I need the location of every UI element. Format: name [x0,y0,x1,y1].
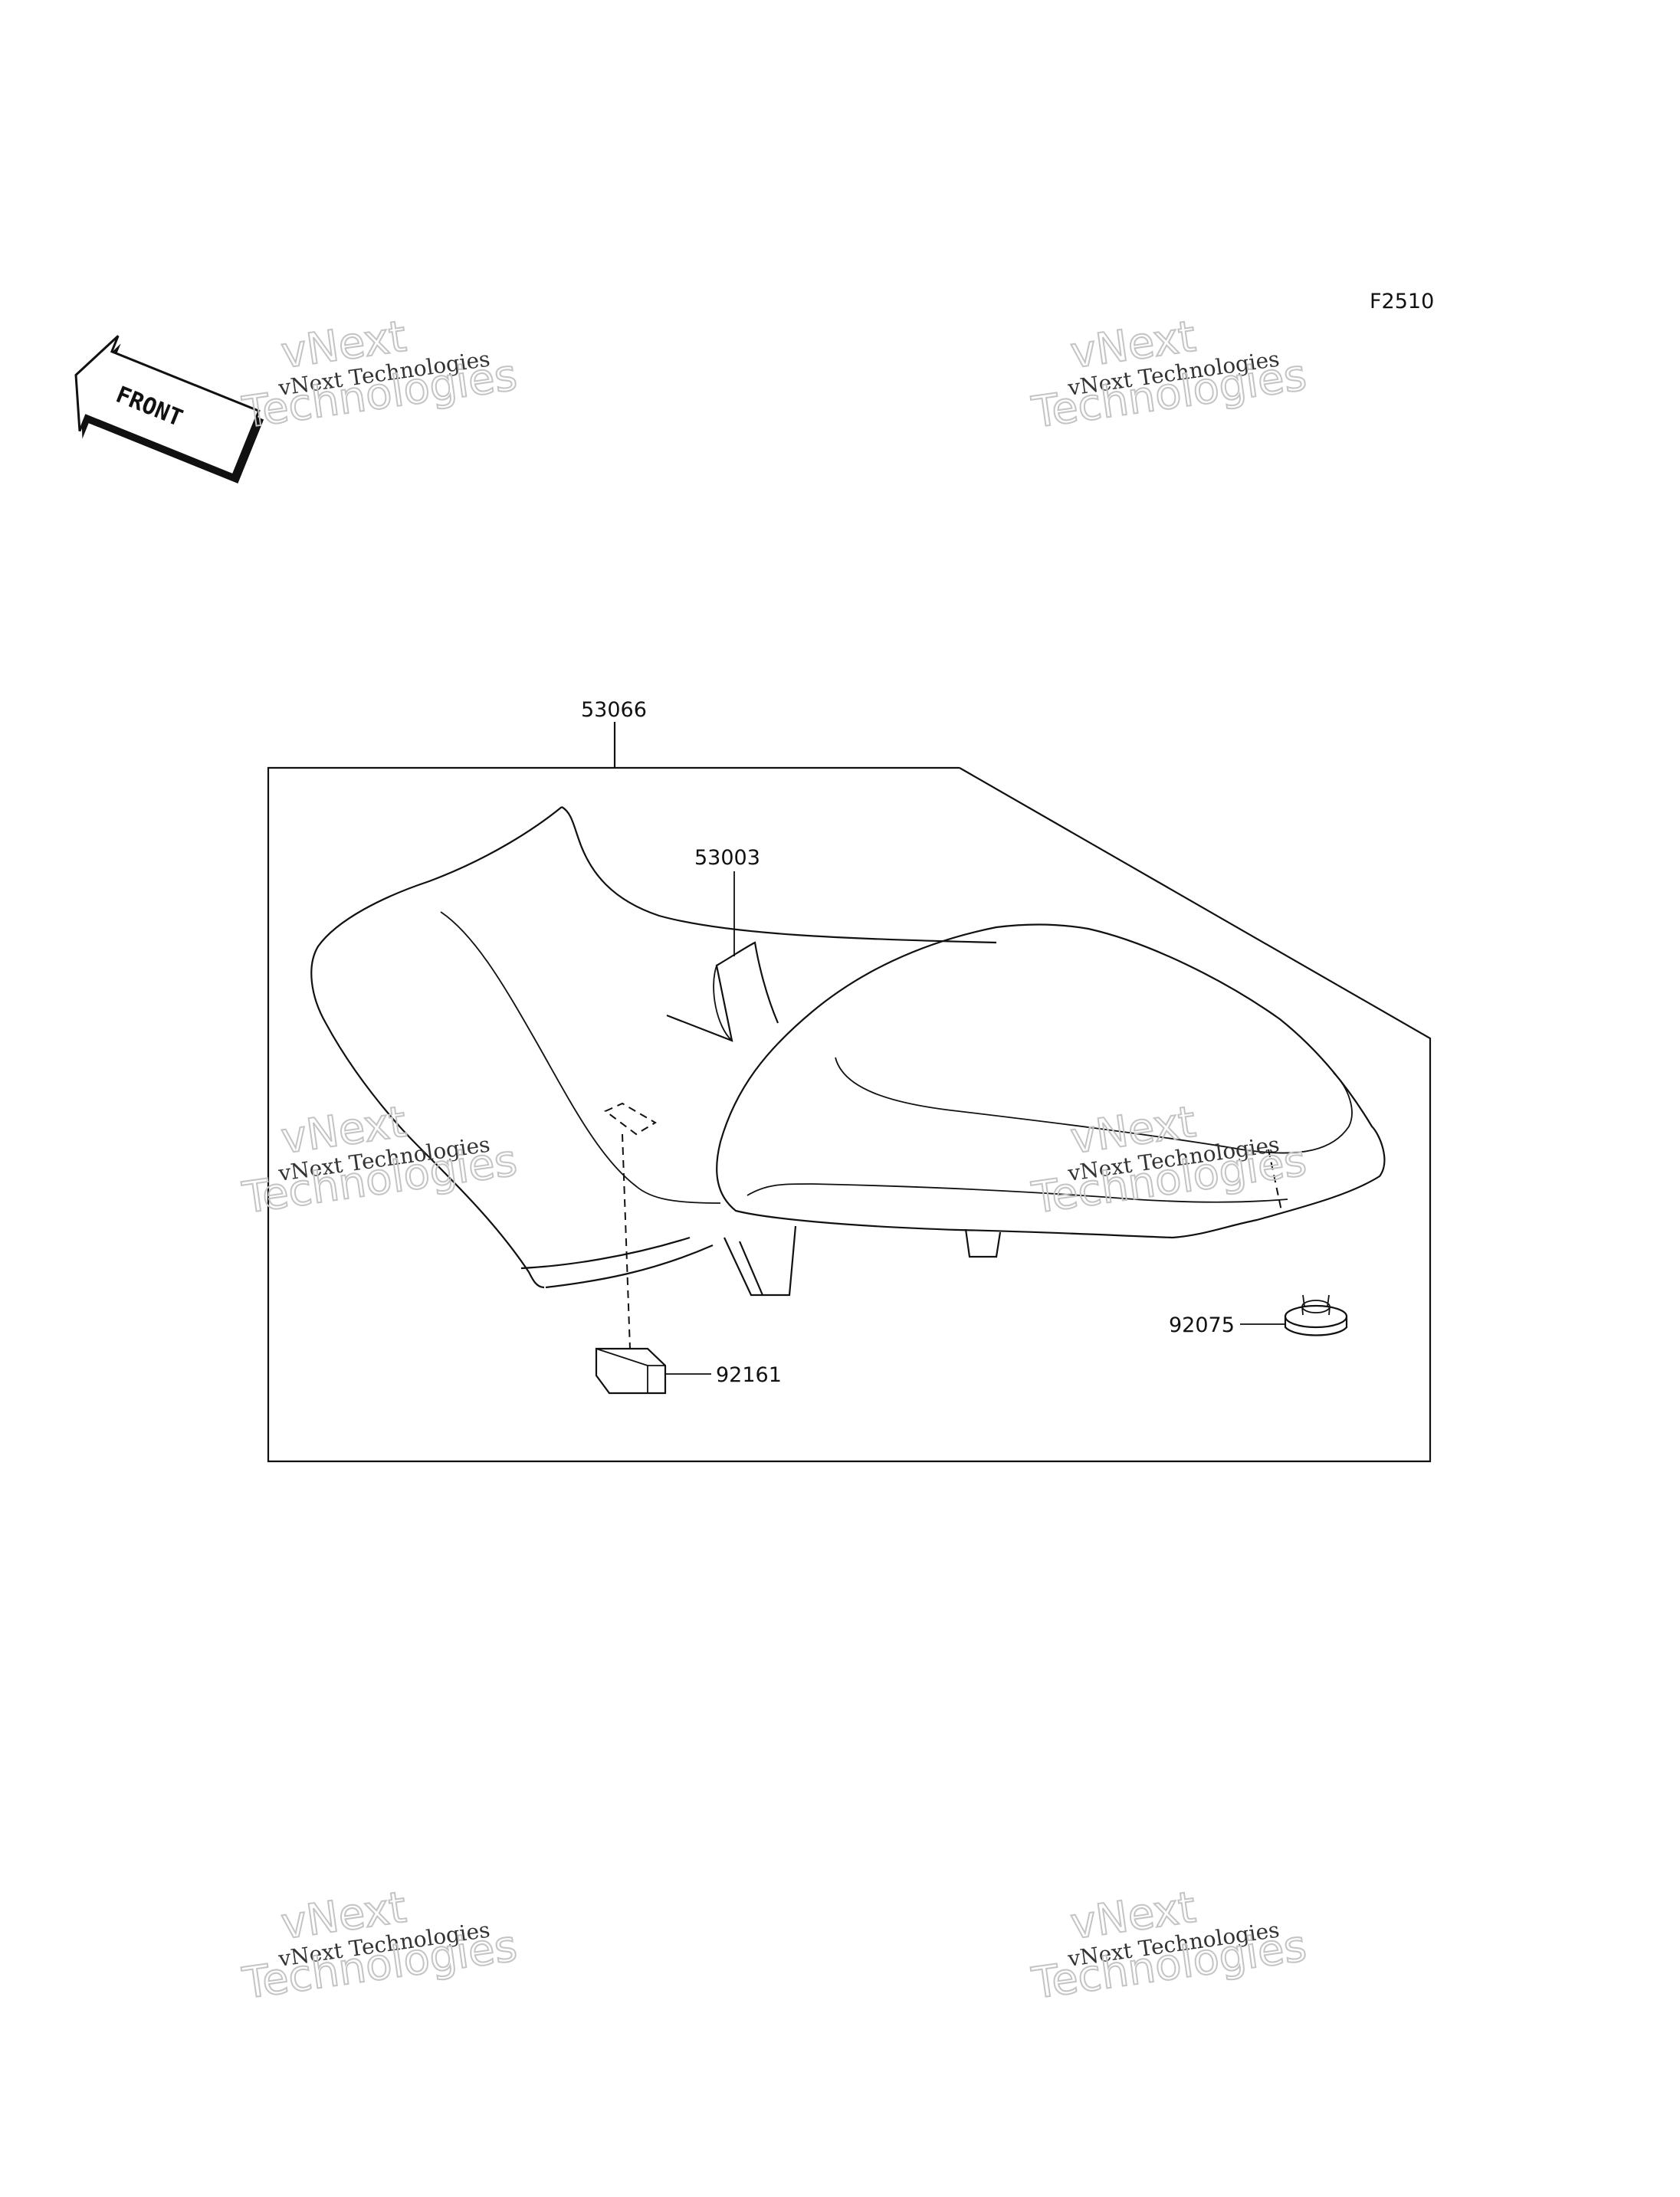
pad-92161 [595,1347,667,1395]
damper-92075 [1284,1294,1348,1336]
watermark-bottom-left: vNext vNext Technologies Technologies [238,1882,520,2010]
assembly-frame [267,722,1432,1463]
part-label-53066: 53066 [581,698,647,722]
part-label-92161: 92161 [716,1363,782,1387]
seat-drawing [310,806,1386,1349]
figure-code: F2510 [1370,290,1434,313]
watermark-mid-right: vNext vNext Technologies Technologies [1028,1097,1310,1225]
watermark-top-left: vNext vNext Technologies Technologies [238,311,520,439]
front-arrow-icon: FRONT [74,335,264,484]
part-label-92075: 92075 [1169,1313,1235,1337]
part-label-53003: 53003 [694,846,760,870]
watermark-bottom-right: vNext vNext Technologies Technologies [1028,1882,1310,2010]
watermark-mid-left: vNext vNext Technologies Technologies [238,1097,520,1225]
watermark-top-right: vNext vNext Technologies Technologies [1028,311,1310,439]
